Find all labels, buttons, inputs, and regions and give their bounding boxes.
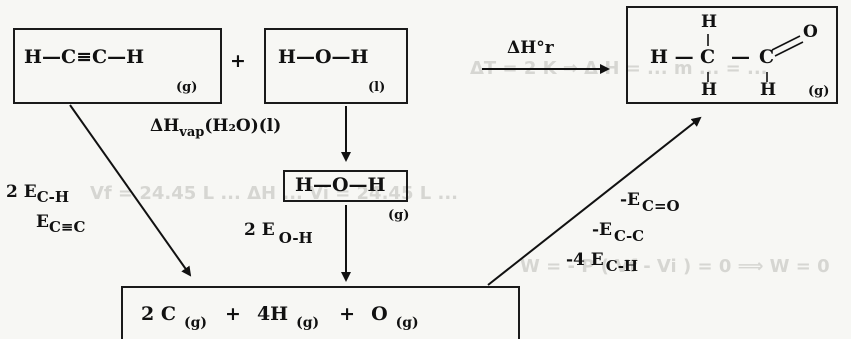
carbon-coef: 2 C: [141, 303, 176, 325]
acetylene-box: [13, 28, 222, 104]
right-energy-coef1: -E: [620, 190, 641, 210]
vaporization-label: ΔHvap(H₂O)(l): [150, 116, 282, 140]
atoms-line: 2 C (g) +4H (g) + O (g): [141, 303, 419, 331]
acetaldehyde-bottom-h1: H: [701, 80, 718, 100]
right-energy-sub2: C-C: [614, 227, 645, 245]
gas-water-formula: H—O—H: [295, 174, 386, 196]
product-formation-arrow: [487, 116, 702, 286]
acetaldehyde-oxygen: O: [803, 22, 818, 42]
acetaldehyde-carbon1: C: [700, 46, 716, 68]
background-text-line3: W = - P ( Vf - Vi ) = 0 ⟹ W = 0: [520, 256, 830, 277]
acetylene-state: (g): [176, 80, 198, 95]
acetaldehyde-bottom-h2: H: [760, 80, 777, 100]
gas-water-box: [283, 170, 408, 202]
acetylene-formula: H—C≡C—H: [24, 46, 145, 68]
acetaldehyde-left-h: H —: [650, 46, 694, 68]
hydrogen-coef: 4H: [256, 303, 289, 325]
left-energy-line2: EC≡C: [36, 212, 85, 236]
oxygen-coef: O: [371, 303, 388, 325]
liquid-water-formula: H—O—H: [278, 46, 369, 68]
gaseous-atoms-box: [121, 286, 520, 339]
atoms-plus-2: +: [339, 303, 356, 325]
background-text-line2: Vf = 24.45 L ... ΔH ... Vi = 24.45 L ...: [90, 183, 458, 204]
hydrogen-state: (g): [296, 315, 320, 331]
acetaldehyde-box: [626, 6, 838, 104]
acetylene-atomization-arrow: [69, 104, 192, 277]
acetaldehyde-mid-bond: —: [731, 46, 750, 68]
reaction-enthalpy-label: ΔH°r: [507, 38, 554, 58]
left-energy-sub2: C≡C: [48, 218, 86, 236]
acetaldehyde-state: (g): [808, 84, 830, 99]
c-o-double-bond-2: [774, 41, 804, 57]
left-energy-coef2: E: [36, 212, 49, 232]
plus-sign: +: [230, 50, 246, 72]
right-energy-sub1: C=O: [642, 197, 680, 215]
oxygen-state: (g): [395, 315, 419, 331]
left-energy-coef1: 2 E: [6, 182, 37, 202]
background-text-line1: ΔT = 2 K ⇒ Δ H = ... m ... = ...: [470, 58, 768, 79]
vaporization-sub: vap: [179, 125, 205, 140]
oh-energy-sub: O-H: [278, 229, 313, 247]
atoms-plus-1: +: [225, 303, 241, 325]
right-energy-coef3: -4 E: [566, 250, 604, 270]
right-energy-coef2: -E: [592, 220, 613, 240]
carbon-state: (g): [183, 315, 208, 331]
liquid-water-box: [264, 28, 408, 104]
vaporization-delta-h: ΔH: [150, 116, 180, 136]
left-energy-sub1: C-H: [36, 188, 70, 206]
liquid-water-state: (l): [368, 80, 386, 95]
gas-water-state: (g): [388, 208, 410, 223]
oh-energy-coef: 2 E: [244, 220, 275, 240]
vaporization-species: (H₂O)(l): [204, 116, 282, 136]
c-o-double-bond-1: [771, 35, 801, 51]
acetaldehyde-carbon2: C: [759, 46, 775, 68]
acetaldehyde-top-h: H: [701, 12, 718, 32]
right-energy-sub3: C-H: [605, 257, 639, 275]
left-energy-line1: 2 EC-H: [6, 182, 69, 206]
